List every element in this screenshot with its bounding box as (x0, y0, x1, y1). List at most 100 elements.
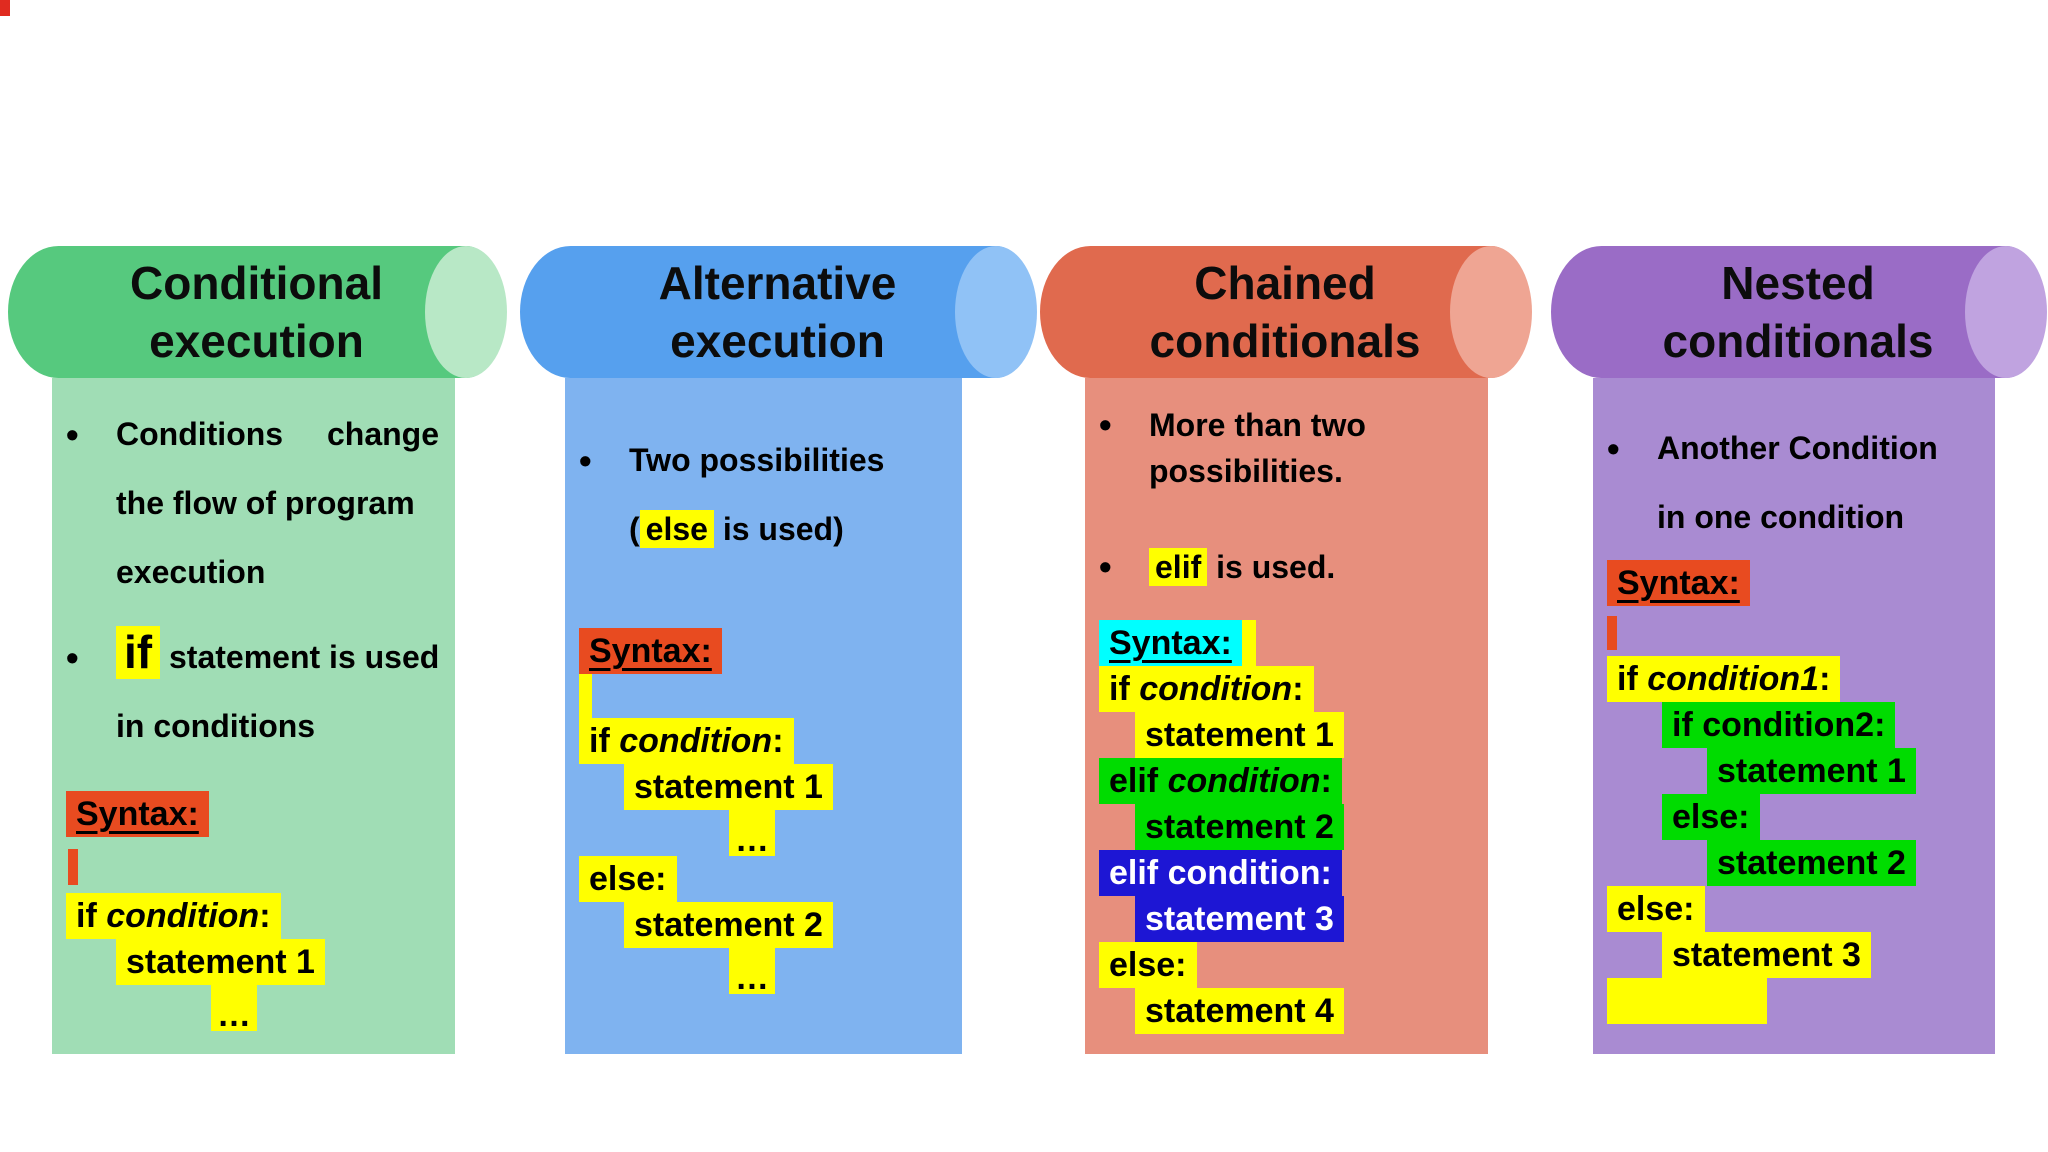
title-line: conditionals (1662, 315, 1934, 367)
code-text: if (589, 722, 620, 760)
code-highlight: statement 1 (1707, 748, 1916, 794)
code-highlight: else: (1662, 794, 1760, 840)
bullet-line: in one condition (1657, 499, 1905, 535)
syntax-row: Syntax: (1607, 560, 1981, 606)
code-highlight: if condition2: (1662, 702, 1896, 748)
syntax-row: Syntax: (1099, 620, 1474, 666)
code-highlight: else: (1607, 886, 1705, 932)
code-block: if condition: statement 1 elif condition… (1099, 666, 1474, 1034)
column-header: Alternative execution (513, 246, 1037, 378)
bullet-text: elif is used. (1149, 544, 1474, 590)
title-line: Alternative (658, 257, 897, 309)
column-body: • Two possibilities (else is used) Synta… (565, 378, 962, 1054)
syntax-label: Syntax: (1099, 620, 1242, 666)
bullet-text: Conditions change the flow of program ex… (116, 400, 441, 607)
code-highlight: statement 2 (1135, 804, 1344, 850)
bullet-dot: • (1607, 428, 1620, 469)
code-highlight: statement 4 (1135, 988, 1344, 1034)
bullet-word: statement is used (160, 639, 440, 675)
bullet-word: is used) (713, 511, 844, 547)
column-title: Alternative execution (520, 257, 1035, 367)
code-condition: condition1 (1647, 660, 1820, 698)
code-text: elif (1109, 762, 1168, 800)
code-highlight: else: (579, 856, 677, 902)
code-line: statement 1 (66, 939, 441, 985)
ellipsis-block: … (729, 948, 775, 994)
column-title: Nested conditionals (1551, 257, 2045, 367)
bullet-item: • if statement is used in conditions (66, 623, 441, 761)
code-condition: condition (1139, 670, 1293, 708)
title-line: Conditional (130, 257, 383, 309)
code-line: statement 4 (1099, 988, 1474, 1034)
bullet-line: the flow of program (116, 485, 415, 521)
keyword-highlight: elif (1149, 548, 1208, 586)
code-condition: condition (106, 897, 260, 935)
bullet-list: • Conditions change the flow of program … (66, 378, 441, 761)
syntax-label: Syntax: (1607, 560, 1750, 606)
keyword-highlight: else (639, 510, 714, 548)
cursor-bar (68, 849, 78, 885)
code-line: if condition: (1099, 666, 1474, 712)
bullet-text: Another Condition in one condition (1657, 414, 1981, 552)
code-highlight: else: (1099, 942, 1197, 988)
bullet-line: if statement is used (116, 623, 441, 692)
code-text: : (772, 722, 784, 760)
code-condition: condition (1167, 762, 1321, 800)
code-line: statement 2 (1607, 840, 1981, 886)
title-line: Chained (1194, 257, 1376, 309)
bullet-dot: • (1099, 404, 1112, 445)
bullet-line: Two possibilities (629, 442, 885, 478)
code-condition: condition (619, 722, 773, 760)
title-line: conditionals (1149, 315, 1421, 367)
code-line: statement 2 (579, 902, 948, 948)
code-line: if condition: (66, 893, 441, 939)
scroll-right-cap (955, 246, 1037, 378)
code-text: if (1617, 660, 1648, 698)
code-line: elif condition: (1099, 758, 1474, 804)
code-text: : (1320, 762, 1332, 800)
code-line: if condition: (579, 718, 948, 764)
bullet-line: in conditions (116, 708, 316, 744)
bullet-list: • Two possibilities (else is used) (579, 378, 948, 564)
code-line: statement 1 (1607, 748, 1981, 794)
code-highlight: elif condition: (1099, 758, 1342, 804)
scroll-right-cap (1965, 246, 2047, 378)
syntax-label: Syntax: (66, 791, 209, 837)
keyword-highlight: if (116, 626, 161, 679)
code-line: … (579, 948, 948, 994)
bullet-item: • More than two possibilities. (1099, 402, 1474, 494)
column-header: Chained conditionals (1033, 246, 1532, 378)
code-line: statement 1 (579, 764, 948, 810)
syntax-row: Syntax: (66, 791, 441, 837)
bullet-line: elif is used. (1149, 544, 1474, 590)
bullet-text: Two possibilities (else is used) (629, 426, 948, 564)
cursor-bar (579, 674, 592, 718)
code-highlight: if condition: (579, 718, 794, 764)
code-line: else: (1099, 942, 1474, 988)
bullet-word: ( (629, 511, 640, 547)
code-text: : (1292, 670, 1304, 708)
code-line: … (66, 985, 441, 1031)
code-block: if condition1: if condition2: statement … (1607, 656, 1981, 1024)
code-line: else: (579, 856, 948, 902)
code-text: if (76, 897, 107, 935)
code-line: else: (1607, 794, 1981, 840)
code-highlight: statement 2 (624, 902, 833, 948)
code-line: statement 1 (1099, 712, 1474, 758)
code-block: if condition: statement 1 … (66, 893, 441, 1031)
code-line: … (579, 810, 948, 856)
scroll-right-cap (1450, 246, 1532, 378)
code-line: statement 3 (1099, 896, 1474, 942)
code-highlight: if condition1: (1607, 656, 1841, 702)
bullet-dot: • (1099, 546, 1112, 587)
syntax-label: Syntax: (579, 628, 722, 674)
title-line: execution (670, 315, 885, 367)
bullet-word: Conditions (116, 416, 284, 452)
bullet-text: if statement is used in conditions (116, 623, 441, 761)
bullet-line: Conditions change (116, 400, 441, 469)
bullet-text: More than two possibilities. (1149, 402, 1474, 494)
column-body: • Another Condition in one condition Syn… (1593, 378, 1995, 1054)
code-highlight: statement 3 (1662, 932, 1871, 978)
bullet-word: is used. (1207, 549, 1336, 585)
